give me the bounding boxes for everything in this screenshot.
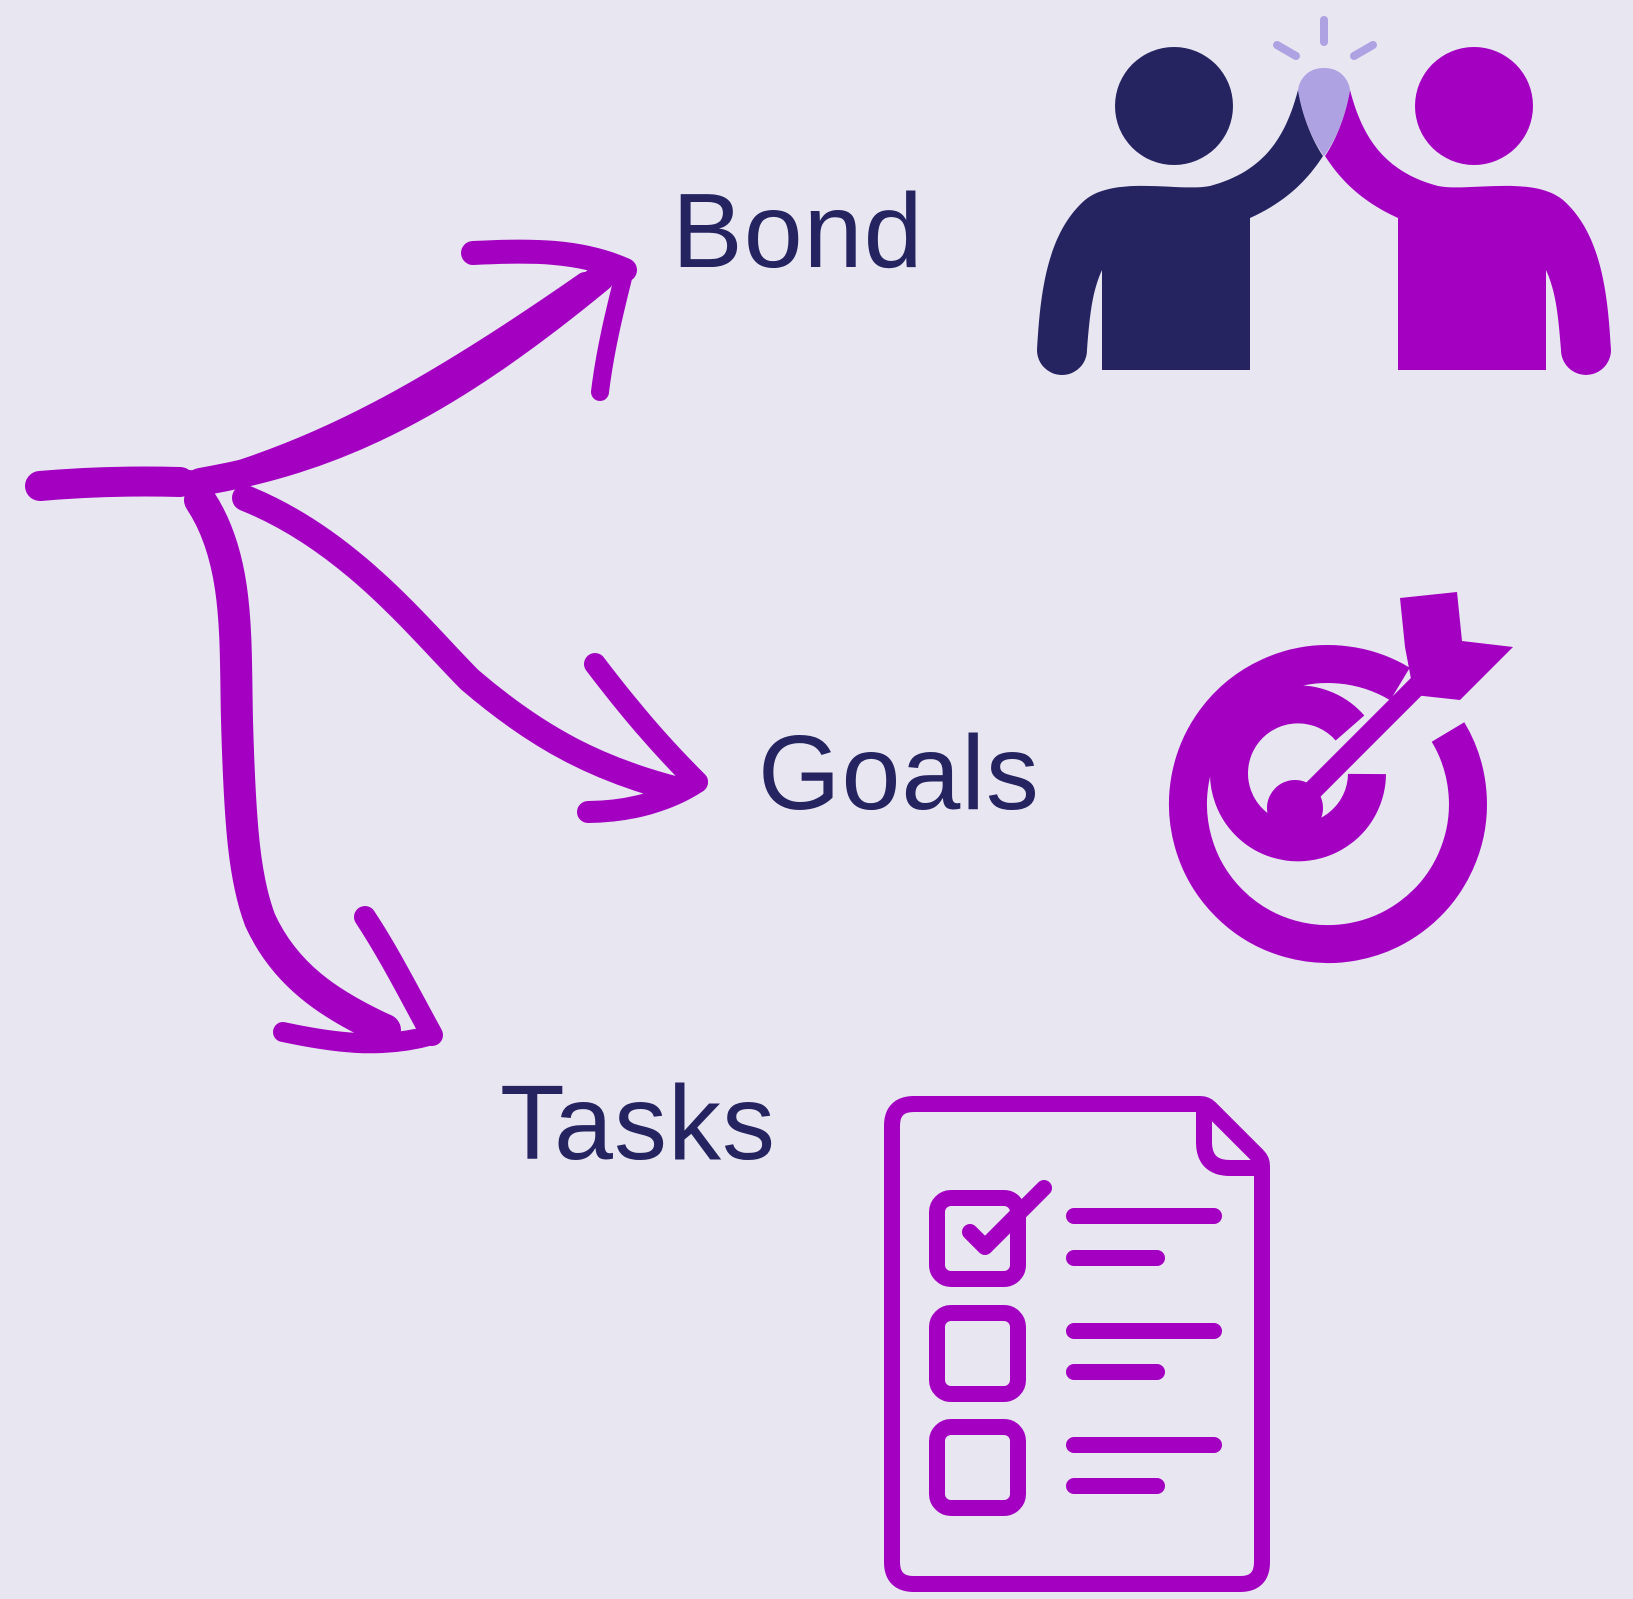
- arrow-stem-taper: [25, 466, 195, 501]
- document-fold: [1196, 1098, 1266, 1176]
- checkbox-checked: [929, 1190, 1026, 1287]
- touching-hands-icon: [1298, 67, 1350, 156]
- target-middle-ring: [1210, 685, 1386, 862]
- target-arrow-icon: [1168, 592, 1513, 964]
- checklist-icon: [884, 1096, 1270, 1592]
- checkbox-empty: [929, 1419, 1026, 1516]
- person-right-icon: [1325, 47, 1611, 375]
- label-bond: Bond: [672, 172, 924, 290]
- label-goals: Goals: [758, 714, 1040, 832]
- checkbox-empty: [929, 1305, 1026, 1402]
- spark-icon: [1273, 16, 1377, 60]
- arrow-to-goals: [232, 485, 708, 823]
- target-outer-ring: [1168, 645, 1487, 964]
- arrow-to-tasks: [184, 484, 443, 1054]
- high-five-icon: [1037, 16, 1611, 375]
- target-arrow-fletching: [1400, 592, 1513, 700]
- label-tasks: Tasks: [500, 1064, 776, 1182]
- checkmark-icon: [962, 1180, 1052, 1255]
- person-left-icon: [1037, 47, 1323, 375]
- arrow-to-bond: [186, 239, 637, 496]
- branching-arrows: [25, 239, 708, 1054]
